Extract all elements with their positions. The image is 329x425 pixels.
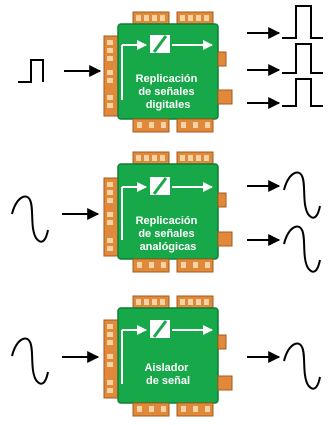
isolator-slash-icon	[150, 35, 170, 53]
internal-circuit	[121, 40, 213, 100]
isolator-slash-icon	[150, 320, 170, 338]
bottom-connector	[132, 258, 214, 273]
module-label: Aislador de señal	[144, 362, 191, 387]
output-signals	[247, 171, 321, 273]
module-analog: Replicación de señales analógicas	[11, 151, 321, 273]
analog-wave-icon	[283, 171, 321, 219]
left-connector	[103, 35, 119, 117]
internal-circuit	[121, 182, 213, 240]
module-label: Replicación de señales analógicas	[136, 215, 201, 253]
internal-circuit	[121, 325, 213, 384]
square-pulse-icon	[18, 59, 44, 83]
bottom-connector	[132, 118, 214, 133]
bottom-connector	[132, 402, 214, 417]
right-connector	[217, 51, 233, 105]
top-connector	[132, 295, 214, 310]
output-signals	[247, 342, 321, 390]
analog-wave-icon	[11, 195, 49, 243]
top-connector	[132, 151, 214, 166]
module-digital: Replicación de señales digitales	[18, 5, 323, 133]
output-signals	[247, 5, 323, 109]
square-pulse-icon	[282, 5, 323, 39]
analog-wave-icon	[283, 225, 321, 273]
square-pulse-icon	[282, 43, 323, 74]
right-connector	[217, 192, 233, 247]
square-pulse-icon	[282, 78, 323, 107]
left-connector	[103, 319, 119, 399]
left-connector	[103, 177, 119, 257]
right-connector	[217, 334, 233, 391]
module-isolator: Aislador de señal	[11, 295, 321, 417]
analog-wave-icon	[283, 342, 321, 390]
isolator-slash-icon	[150, 177, 170, 195]
top-connector	[132, 11, 214, 26]
module-label: Replicación de señales digitales	[136, 73, 201, 111]
analog-wave-icon	[11, 337, 49, 385]
